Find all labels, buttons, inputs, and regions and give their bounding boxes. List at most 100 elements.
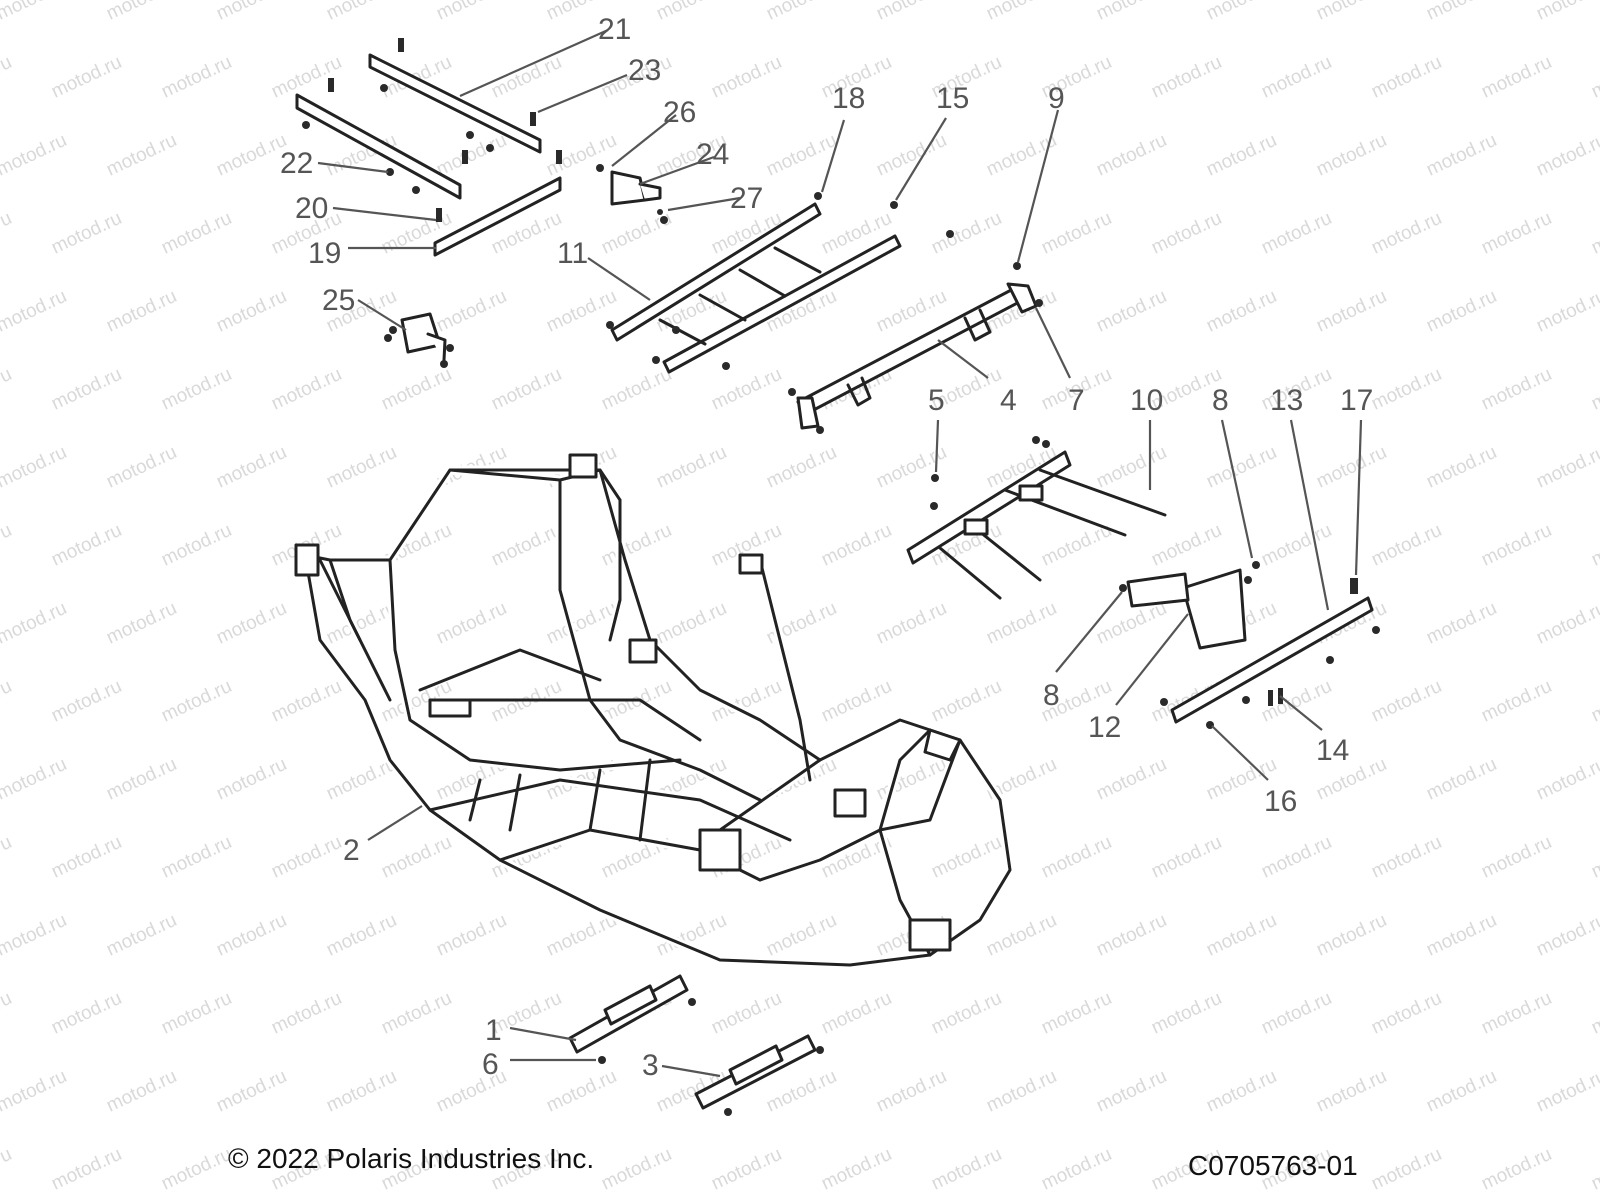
watermark-text: motod.ru (1478, 988, 1555, 1039)
part-13-rail (1170, 596, 1374, 724)
watermark-text: motod.ru (763, 0, 840, 25)
part-22-rail (295, 93, 462, 200)
watermark-text: motod.ru (1313, 130, 1390, 181)
main-frame-assembly (294, 453, 1015, 970)
watermark-text: motod.ru (0, 442, 70, 493)
watermark-text: motod.ru (433, 0, 510, 25)
watermark-text: motod.ru (103, 910, 180, 961)
watermark-text: motod.ru (928, 1144, 1005, 1195)
watermark-text: motod.ru (598, 364, 675, 415)
watermark-text: motod.ru (818, 1144, 895, 1195)
watermark-text: motod.ru (1258, 520, 1335, 571)
watermark-text: motod.ru (1423, 754, 1500, 805)
watermark-text: motod.ru (1533, 0, 1600, 25)
callout-20: 20 (295, 192, 328, 225)
watermark-text: motod.ru (323, 910, 400, 961)
watermark-text: motod.ru (103, 442, 180, 493)
watermark-text: motod.ru (543, 1066, 620, 1117)
watermark-text: motod.ru (378, 832, 455, 883)
part-21-rail (368, 53, 542, 154)
watermark-text: motod.ru (1203, 286, 1280, 337)
watermark-text: motod.ru (1478, 364, 1555, 415)
watermark-text: motod.ru (983, 910, 1060, 961)
watermark-text: motod.ru (653, 442, 730, 493)
watermark-text: motod.ru (1478, 52, 1555, 103)
watermark-text: motod.ru (1148, 52, 1225, 103)
watermark-text: motod.ru (1533, 754, 1600, 805)
callout-19: 19 (308, 237, 341, 270)
watermark-text: motod.ru (1093, 754, 1170, 805)
callout-18: 18 (832, 82, 865, 115)
watermark-text: motod.ru (983, 0, 1060, 25)
watermark-text: motod.ru (983, 1066, 1060, 1117)
watermark-text: motod.ru (873, 442, 950, 493)
watermark-text: motod.ru (983, 598, 1060, 649)
watermark-text: motod.ru (1038, 208, 1115, 259)
watermark-text: motod.ru (1093, 130, 1170, 181)
watermark-text: motod.ru (1038, 1144, 1115, 1195)
watermark-text: motod.ru (0, 286, 70, 337)
watermark-text: motod.ru (158, 832, 235, 883)
watermark-text: motod.ru (158, 364, 235, 415)
watermark-text: motod.ru (103, 130, 180, 181)
watermark-text: motod.ru (1533, 910, 1600, 961)
part-19-rail (433, 176, 562, 257)
watermark-text: motod.ru (268, 988, 345, 1039)
watermark-text: motod.ru (213, 598, 290, 649)
watermark-text: motod.ru (0, 676, 15, 727)
watermark-text: motod.ru (873, 598, 950, 649)
watermark-text: motod.ru (158, 52, 235, 103)
watermark-text: motod.ru (0, 130, 70, 181)
watermark-text: motod.ru (1533, 1066, 1600, 1117)
watermark-text: motod.ru (433, 598, 510, 649)
part-24-bracket (610, 170, 662, 206)
watermark-text: motod.ru (0, 52, 15, 103)
watermark-text: motod.ru (1423, 0, 1500, 25)
watermark-text: motod.ru (1588, 832, 1600, 883)
watermark-text: motod.ru (1533, 130, 1600, 181)
watermark-text: motod.ru (0, 364, 15, 415)
callout-10: 10 (1130, 384, 1163, 417)
watermark-text: motod.ru (1258, 208, 1335, 259)
callout-9: 9 (1048, 82, 1065, 115)
watermark-text: motod.ru (1148, 208, 1225, 259)
watermark-text: motod.ru (1368, 52, 1445, 103)
watermark-text: motod.ru (213, 286, 290, 337)
callout-25: 25 (322, 284, 355, 317)
watermark-text: motod.ru (1368, 520, 1445, 571)
watermark-text: motod.ru (983, 130, 1060, 181)
watermark-text: motod.ru (708, 988, 785, 1039)
watermark-text: motod.ru (763, 442, 840, 493)
callout-8-bottom: 8 (1043, 679, 1060, 712)
watermark-text: motod.ru (1588, 676, 1600, 727)
watermark-text: motod.ru (158, 676, 235, 727)
watermark-text: motod.ru (1368, 208, 1445, 259)
part-10-support (906, 450, 1167, 600)
watermark-text: motod.ru (1423, 910, 1500, 961)
watermark-text: motod.ru (1533, 442, 1600, 493)
watermark-text: motod.ru (763, 910, 840, 961)
watermark-text: motod.ru (1313, 286, 1390, 337)
watermark-text: motod.ru (1588, 52, 1600, 103)
callout-3: 3 (642, 1049, 659, 1082)
watermark-text: motod.ru (818, 676, 895, 727)
callout-7: 7 (1068, 384, 1085, 417)
watermark-text: motod.ru (0, 910, 70, 961)
watermark-text: motod.ru (928, 208, 1005, 259)
watermark-text: motod.ru (1423, 598, 1500, 649)
watermark-text: motod.ru (543, 130, 620, 181)
callout-14: 14 (1316, 734, 1349, 767)
watermark-text: motod.ru (0, 832, 15, 883)
watermark-text: motod.ru (378, 364, 455, 415)
watermark-text: motod.ru (0, 1144, 15, 1195)
watermark-text: motod.ru (1148, 832, 1225, 883)
watermark-text: motod.ru (928, 676, 1005, 727)
watermark-text: motod.ru (48, 988, 125, 1039)
watermark-text: motod.ru (213, 130, 290, 181)
watermark-text: motod.ru (158, 520, 235, 571)
watermark-text: motod.ru (158, 1144, 235, 1195)
watermark-text: motod.ru (708, 1144, 785, 1195)
callout-layer: 21 23 26 24 27 22 20 19 25 11 18 15 9 4 … (280, 13, 1373, 1082)
watermark-text: motod.ru (323, 442, 400, 493)
callout-8-top: 8 (1212, 384, 1229, 417)
